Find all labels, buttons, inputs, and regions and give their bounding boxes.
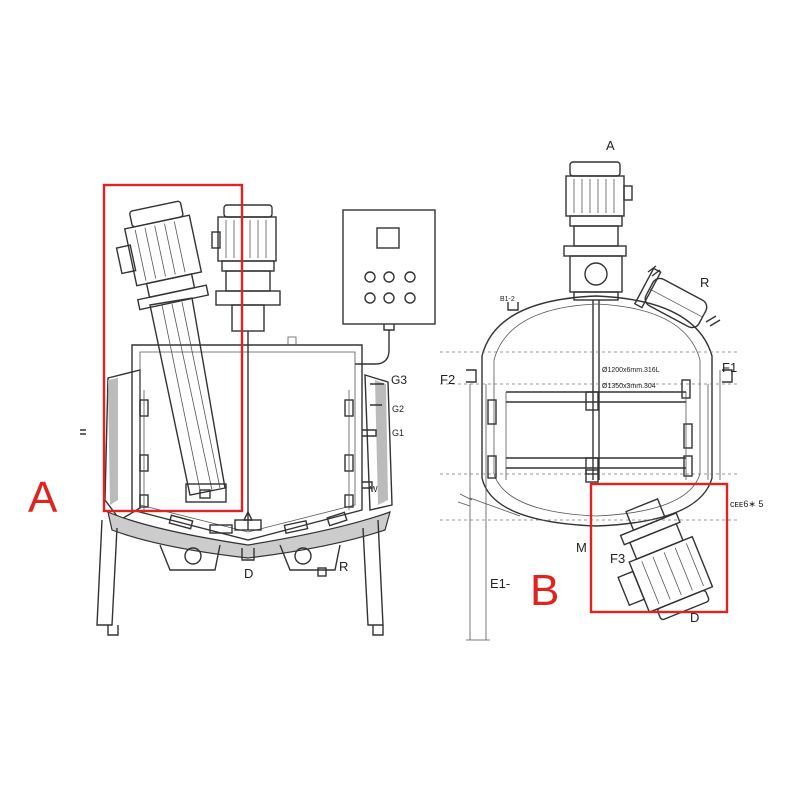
label-f2: F2 xyxy=(440,372,455,387)
left-tank-drawing xyxy=(80,200,436,636)
bottom-blades xyxy=(168,510,348,535)
label-g3: G3 xyxy=(391,373,407,387)
highlight-box-a xyxy=(102,183,244,513)
label-d-right: D xyxy=(690,610,699,625)
right-agitator-frame xyxy=(487,379,693,483)
label-m: M xyxy=(576,540,587,555)
label-f3: F3 xyxy=(610,551,625,566)
manhole-r xyxy=(633,267,708,329)
bottom-angled-motor xyxy=(617,498,714,621)
right-top-motor xyxy=(563,161,633,480)
highlight-box-b xyxy=(589,482,729,614)
label-b1-2: B1-2 xyxy=(500,296,515,303)
label-r-left: R xyxy=(339,559,348,574)
label-d-left: D xyxy=(244,566,253,581)
label-side-code: ᴄᴇᴇ6∗ 5 xyxy=(730,499,763,509)
label-dim-inner: Ø1200x6mm.316L xyxy=(602,367,660,374)
angled-mixer-motor xyxy=(115,200,227,503)
right-tank-drawing xyxy=(440,161,740,641)
top-motor xyxy=(211,204,281,530)
right-vessel-body xyxy=(481,295,713,527)
left-baffles xyxy=(139,390,354,510)
highlight-label-a: A xyxy=(28,473,58,522)
label-f1: F1 xyxy=(722,360,737,375)
label-a-right: A xyxy=(606,138,615,153)
highlight-label-b: B xyxy=(530,566,559,615)
label-e1: E1- xyxy=(490,576,510,591)
label-dim-outer: Ø1350x3mm.304 xyxy=(602,383,656,390)
left-legs xyxy=(96,519,384,636)
label-g2: G2 xyxy=(392,404,404,414)
label-g1: G1 xyxy=(392,428,404,438)
control-box xyxy=(342,209,436,365)
label-w: W xyxy=(370,485,378,494)
label-r-right: R xyxy=(700,275,709,290)
insulation-jacket xyxy=(104,369,393,559)
